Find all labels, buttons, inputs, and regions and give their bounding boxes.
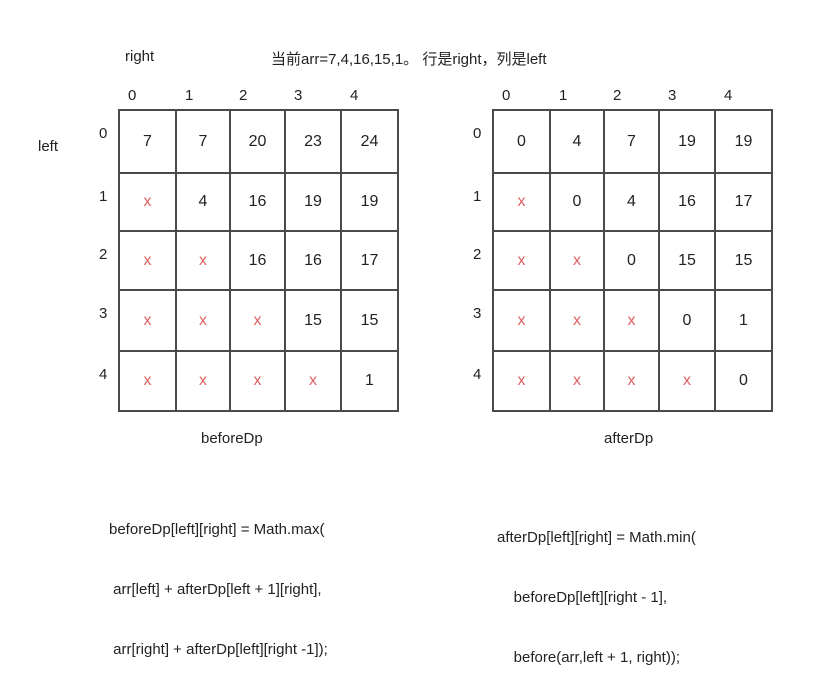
formula-line: before(arr,left + 1, right)); (497, 649, 680, 666)
row-index: 0 (99, 125, 108, 142)
grid-cell-empty: x (603, 289, 660, 352)
grid-cell: 0 (603, 230, 660, 291)
grid-cell-empty: x (118, 289, 177, 352)
grid-cell: 15 (284, 289, 342, 352)
column-index: 3 (294, 87, 303, 104)
grid-cell: 0 (714, 350, 773, 412)
column-index: 2 (613, 87, 622, 104)
grid-cell-empty: x (492, 289, 551, 352)
grid-cell: 7 (118, 109, 177, 174)
grid-cell-empty: x (284, 350, 342, 412)
row-index: 2 (99, 246, 108, 263)
grid-cell: 0 (492, 109, 551, 174)
grid-cell: 1 (714, 289, 773, 352)
grid-cell: 19 (340, 172, 399, 232)
column-index: 0 (128, 87, 137, 104)
grid-cell-empty: x (118, 172, 177, 232)
formula-line: beforeDp[left][right - 1], (497, 589, 668, 606)
grid-cell-empty: x (492, 350, 551, 412)
grid-cell: 0 (658, 289, 716, 352)
after-dp-caption: afterDp (604, 430, 654, 447)
grid-cell-empty: x (492, 230, 551, 291)
grid-cell-empty: x (658, 350, 716, 412)
formula-line: arr[right] + afterDp[left][right -1]); (109, 641, 328, 658)
grid-cell: 7 (603, 109, 660, 174)
grid-cell: 0 (549, 172, 605, 232)
grid-cell-empty: x (229, 289, 286, 352)
row-index: 1 (473, 188, 482, 205)
row-index: 3 (99, 305, 108, 322)
row-index: 0 (473, 125, 482, 142)
formula-line: arr[left] + afterDp[left + 1][right], (109, 581, 322, 598)
before-dp-caption: beforeDp (201, 430, 263, 447)
grid-cell: 1 (340, 350, 399, 412)
grid-cell: 15 (340, 289, 399, 352)
grid-cell-empty: x (549, 230, 605, 291)
after-dp-formula: afterDp[left][right] = Math.min( beforeD… (497, 488, 696, 688)
grid-cell-empty: x (229, 350, 286, 412)
grid-cell-empty: x (549, 350, 605, 412)
grid-cell: 15 (658, 230, 716, 291)
right-axis-label: right (125, 48, 155, 65)
grid-cell: 16 (284, 230, 342, 291)
grid-cell: 19 (658, 109, 716, 174)
column-index: 4 (724, 87, 733, 104)
row-index: 3 (473, 305, 482, 322)
grid-cell: 19 (714, 109, 773, 174)
grid-cell: 15 (714, 230, 773, 291)
grid-cell-empty: x (603, 350, 660, 412)
column-index: 1 (559, 87, 568, 104)
grid-cell: 16 (658, 172, 716, 232)
before-dp-formula: beforeDp[left][right] = Math.max( arr[le… (109, 480, 328, 680)
column-index: 0 (502, 87, 511, 104)
grid-cell-empty: x (175, 230, 231, 291)
left-axis-label: left (38, 138, 59, 155)
grid-cell: 4 (549, 109, 605, 174)
grid-cell: 4 (603, 172, 660, 232)
formula-line: beforeDp[left][right] = Math.max( (109, 521, 325, 538)
grid-cell: 16 (229, 230, 286, 291)
row-index: 2 (473, 246, 482, 263)
row-index: 1 (99, 188, 108, 205)
grid-cell-empty: x (549, 289, 605, 352)
grid-cell: 4 (175, 172, 231, 232)
grid-cell: 20 (229, 109, 286, 174)
grid-cell-empty: x (118, 230, 177, 291)
grid-cell: 7 (175, 109, 231, 174)
description-text: 当前arr=7,4,16,15,1。 行是right，列是left (271, 51, 547, 68)
grid-cell: 17 (714, 172, 773, 232)
row-index: 4 (473, 366, 482, 383)
grid-cell-empty: x (175, 350, 231, 412)
grid-cell: 16 (229, 172, 286, 232)
column-index: 3 (668, 87, 677, 104)
grid-cell: 19 (284, 172, 342, 232)
grid-cell: 23 (284, 109, 342, 174)
grid-cell-empty: x (118, 350, 177, 412)
grid-cell-empty: x (175, 289, 231, 352)
column-index: 1 (185, 87, 194, 104)
column-index: 4 (350, 87, 359, 104)
grid-cell: 24 (340, 109, 399, 174)
formula-line: afterDp[left][right] = Math.min( (497, 529, 696, 546)
column-index: 2 (239, 87, 248, 104)
grid-cell: 17 (340, 230, 399, 291)
row-index: 4 (99, 366, 108, 383)
grid-cell-empty: x (492, 172, 551, 232)
